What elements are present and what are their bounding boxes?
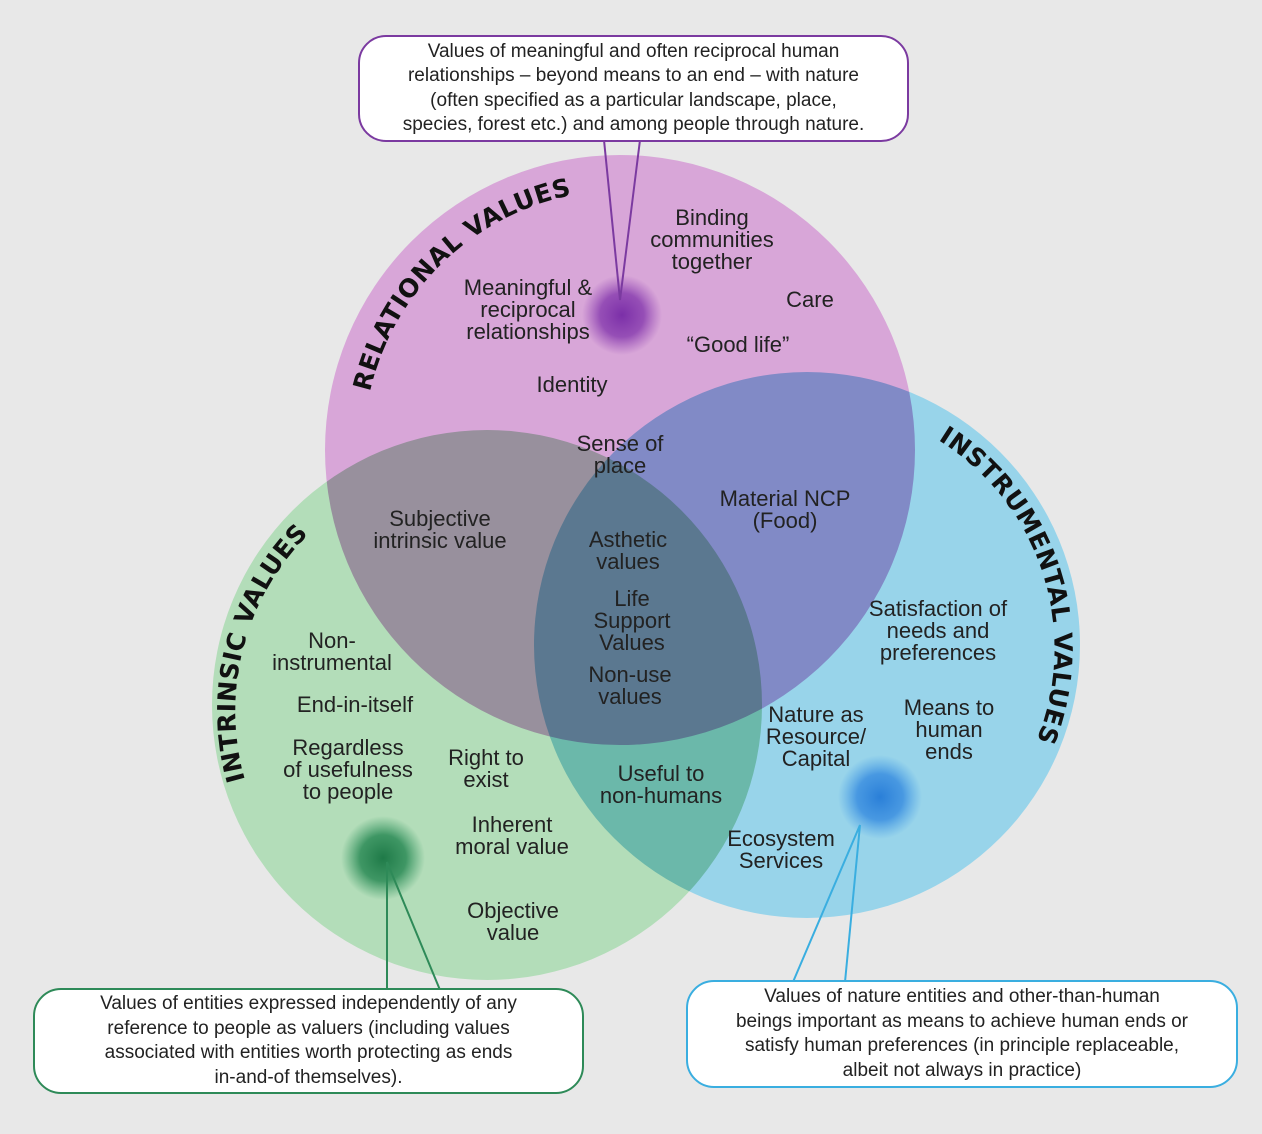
label-non-use: Non-use values (588, 662, 672, 709)
label-non-instrumental: Non- instrumental (272, 628, 392, 675)
label-objective: Objective value (467, 898, 559, 945)
label-inherent: Inherent moral value (455, 812, 569, 859)
label-subjective: Subjective intrinsic value (373, 506, 507, 553)
label-right-to-exist: Right to exist (448, 745, 524, 792)
relational-callout: Values of meaningful and often reciproca… (358, 35, 909, 142)
label-asthetic: Asthetic values (588, 527, 668, 574)
label-satisfaction: Satisfaction of needs and preferences (868, 596, 1008, 665)
label-nature-resource: Nature as Resource/ Capital (765, 702, 867, 771)
label-ecosystem: Ecosystem Services (727, 826, 835, 873)
relational-pointer (603, 139, 641, 301)
label-useful-nonhumans: Useful to non-humans (599, 761, 723, 808)
label-regardless: Regardless of usefulness to people (283, 735, 413, 804)
label-life-support: Life Support Values (593, 586, 671, 655)
label-identity: Identity (536, 372, 608, 397)
label-care: Care (786, 287, 834, 312)
intrinsic-focus-blob (341, 816, 425, 900)
label-means: Means to human ends (903, 695, 995, 764)
instrumental-pointer (792, 824, 861, 983)
label-good-life: “Good life” (686, 332, 790, 357)
relational-focus-blob (582, 275, 662, 355)
label-end-in-itself: End-in-itself (296, 692, 414, 717)
intrinsic-pointer (386, 861, 441, 991)
label-meaningful: Meaningful & reciprocal relationships (463, 275, 593, 344)
instrumental-callout: Values of nature entities and other-than… (686, 980, 1238, 1088)
label-material-ncp: Material NCP (Food) (719, 486, 851, 533)
instrumental-circle (534, 372, 1080, 918)
intrinsic-callout: Values of entities expressed independent… (33, 988, 584, 1094)
label-sense-of-place: Sense of place (576, 431, 664, 478)
label-binding-communities: Binding communities together (650, 205, 774, 274)
instrumental-focus-blob (838, 755, 922, 839)
